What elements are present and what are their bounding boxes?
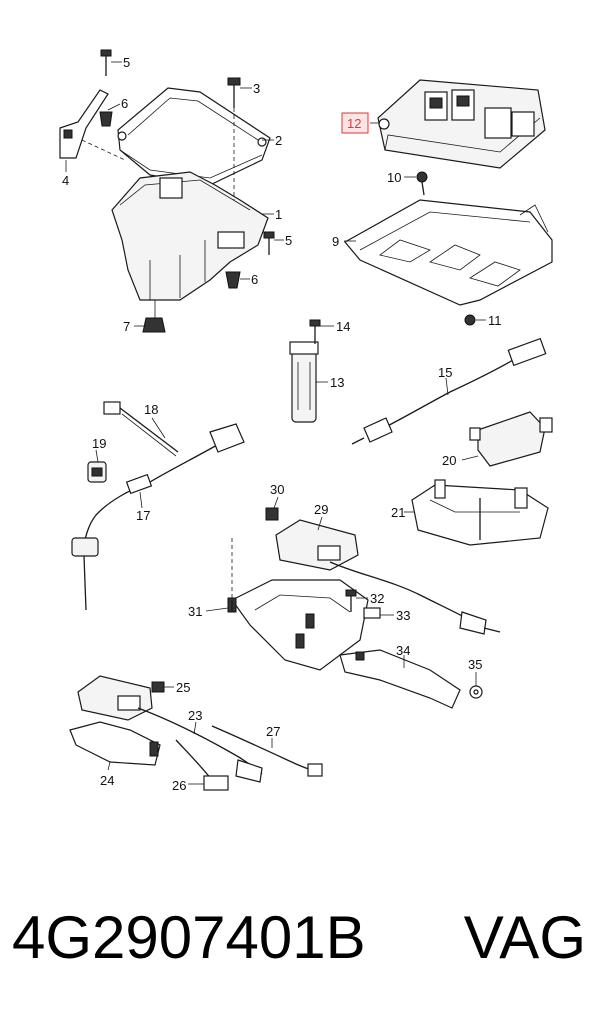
callout-19: 19 bbox=[92, 436, 106, 451]
parts-diagram: 5 6 3 2 4 1 5 6 7 12 10 9 11 14 13 15 18… bbox=[59, 49, 553, 793]
callout-13: 13 bbox=[330, 375, 344, 390]
highlighted-callout-12: 12 bbox=[341, 112, 369, 134]
control-unit bbox=[377, 79, 546, 169]
callout-34: 34 bbox=[396, 643, 410, 658]
nut-10 bbox=[416, 171, 428, 196]
clip-30 bbox=[265, 507, 279, 521]
screw-32 bbox=[345, 589, 357, 612]
sensor-bracket bbox=[411, 479, 549, 546]
callout-30: 30 bbox=[270, 482, 284, 497]
housing-box bbox=[111, 171, 269, 333]
callout-23: 23 bbox=[188, 708, 202, 723]
callout-18: 18 bbox=[144, 402, 158, 417]
sensor-26 bbox=[175, 739, 229, 791]
clip-6-side bbox=[225, 271, 241, 289]
nut-25 bbox=[151, 681, 165, 693]
clip-19 bbox=[87, 461, 107, 483]
mounting-tray bbox=[344, 199, 553, 326]
callout-15: 15 bbox=[438, 365, 452, 380]
probe-27 bbox=[211, 725, 323, 777]
callout-20: 20 bbox=[442, 453, 456, 468]
pressure-sensor bbox=[469, 411, 553, 467]
part-footer: 4G2907401B VAG bbox=[0, 890, 600, 1000]
callout-10: 10 bbox=[387, 170, 401, 185]
nox-sensor-module bbox=[275, 519, 501, 635]
callout-33: 33 bbox=[396, 608, 410, 623]
callout-5-top: 5 bbox=[123, 55, 130, 70]
callout-4: 4 bbox=[62, 173, 69, 188]
callout-14: 14 bbox=[336, 319, 350, 334]
sensor-holder bbox=[289, 319, 321, 423]
callout-26: 26 bbox=[172, 778, 186, 793]
leader-lines bbox=[65, 61, 486, 785]
washer-35 bbox=[469, 685, 483, 699]
callout-21: 21 bbox=[391, 505, 405, 520]
callout-17: 17 bbox=[136, 508, 150, 523]
callout-32: 32 bbox=[370, 591, 384, 606]
callout-1: 1 bbox=[275, 207, 282, 222]
callout-6-top: 6 bbox=[121, 96, 128, 111]
mounting-bracket bbox=[227, 579, 369, 671]
exhaust-sensor-module bbox=[77, 675, 263, 783]
screw-5-side bbox=[263, 231, 275, 255]
clip-33 bbox=[363, 607, 381, 619]
bracket-34 bbox=[339, 649, 461, 709]
callout-5-side: 5 bbox=[285, 233, 292, 248]
cable-tie bbox=[103, 401, 179, 457]
callout-31: 31 bbox=[188, 604, 202, 619]
callout-7: 7 bbox=[123, 319, 130, 334]
clip-6-top bbox=[99, 111, 113, 127]
callout-2: 2 bbox=[275, 133, 282, 148]
callout-24: 24 bbox=[100, 773, 114, 788]
callout-35: 35 bbox=[468, 657, 482, 672]
callout-29: 29 bbox=[314, 502, 328, 517]
oxygen-sensor-15 bbox=[351, 337, 547, 445]
callout-11: 11 bbox=[488, 313, 502, 328]
bracket-24 bbox=[69, 721, 161, 766]
callout-27: 27 bbox=[266, 724, 280, 739]
callout-9: 9 bbox=[332, 234, 339, 249]
bracket bbox=[59, 89, 109, 159]
temperature-sensor bbox=[71, 423, 245, 611]
screw-5-top bbox=[100, 49, 112, 76]
callout-12: 12 bbox=[347, 116, 361, 131]
part-number: 4G2907401B bbox=[12, 904, 366, 971]
housing-lid bbox=[117, 87, 271, 186]
screw-3 bbox=[227, 77, 241, 108]
callout-3: 3 bbox=[253, 81, 260, 96]
callout-25: 25 bbox=[176, 680, 190, 695]
brand-label: VAG bbox=[463, 904, 586, 971]
callout-6-side: 6 bbox=[251, 272, 258, 287]
